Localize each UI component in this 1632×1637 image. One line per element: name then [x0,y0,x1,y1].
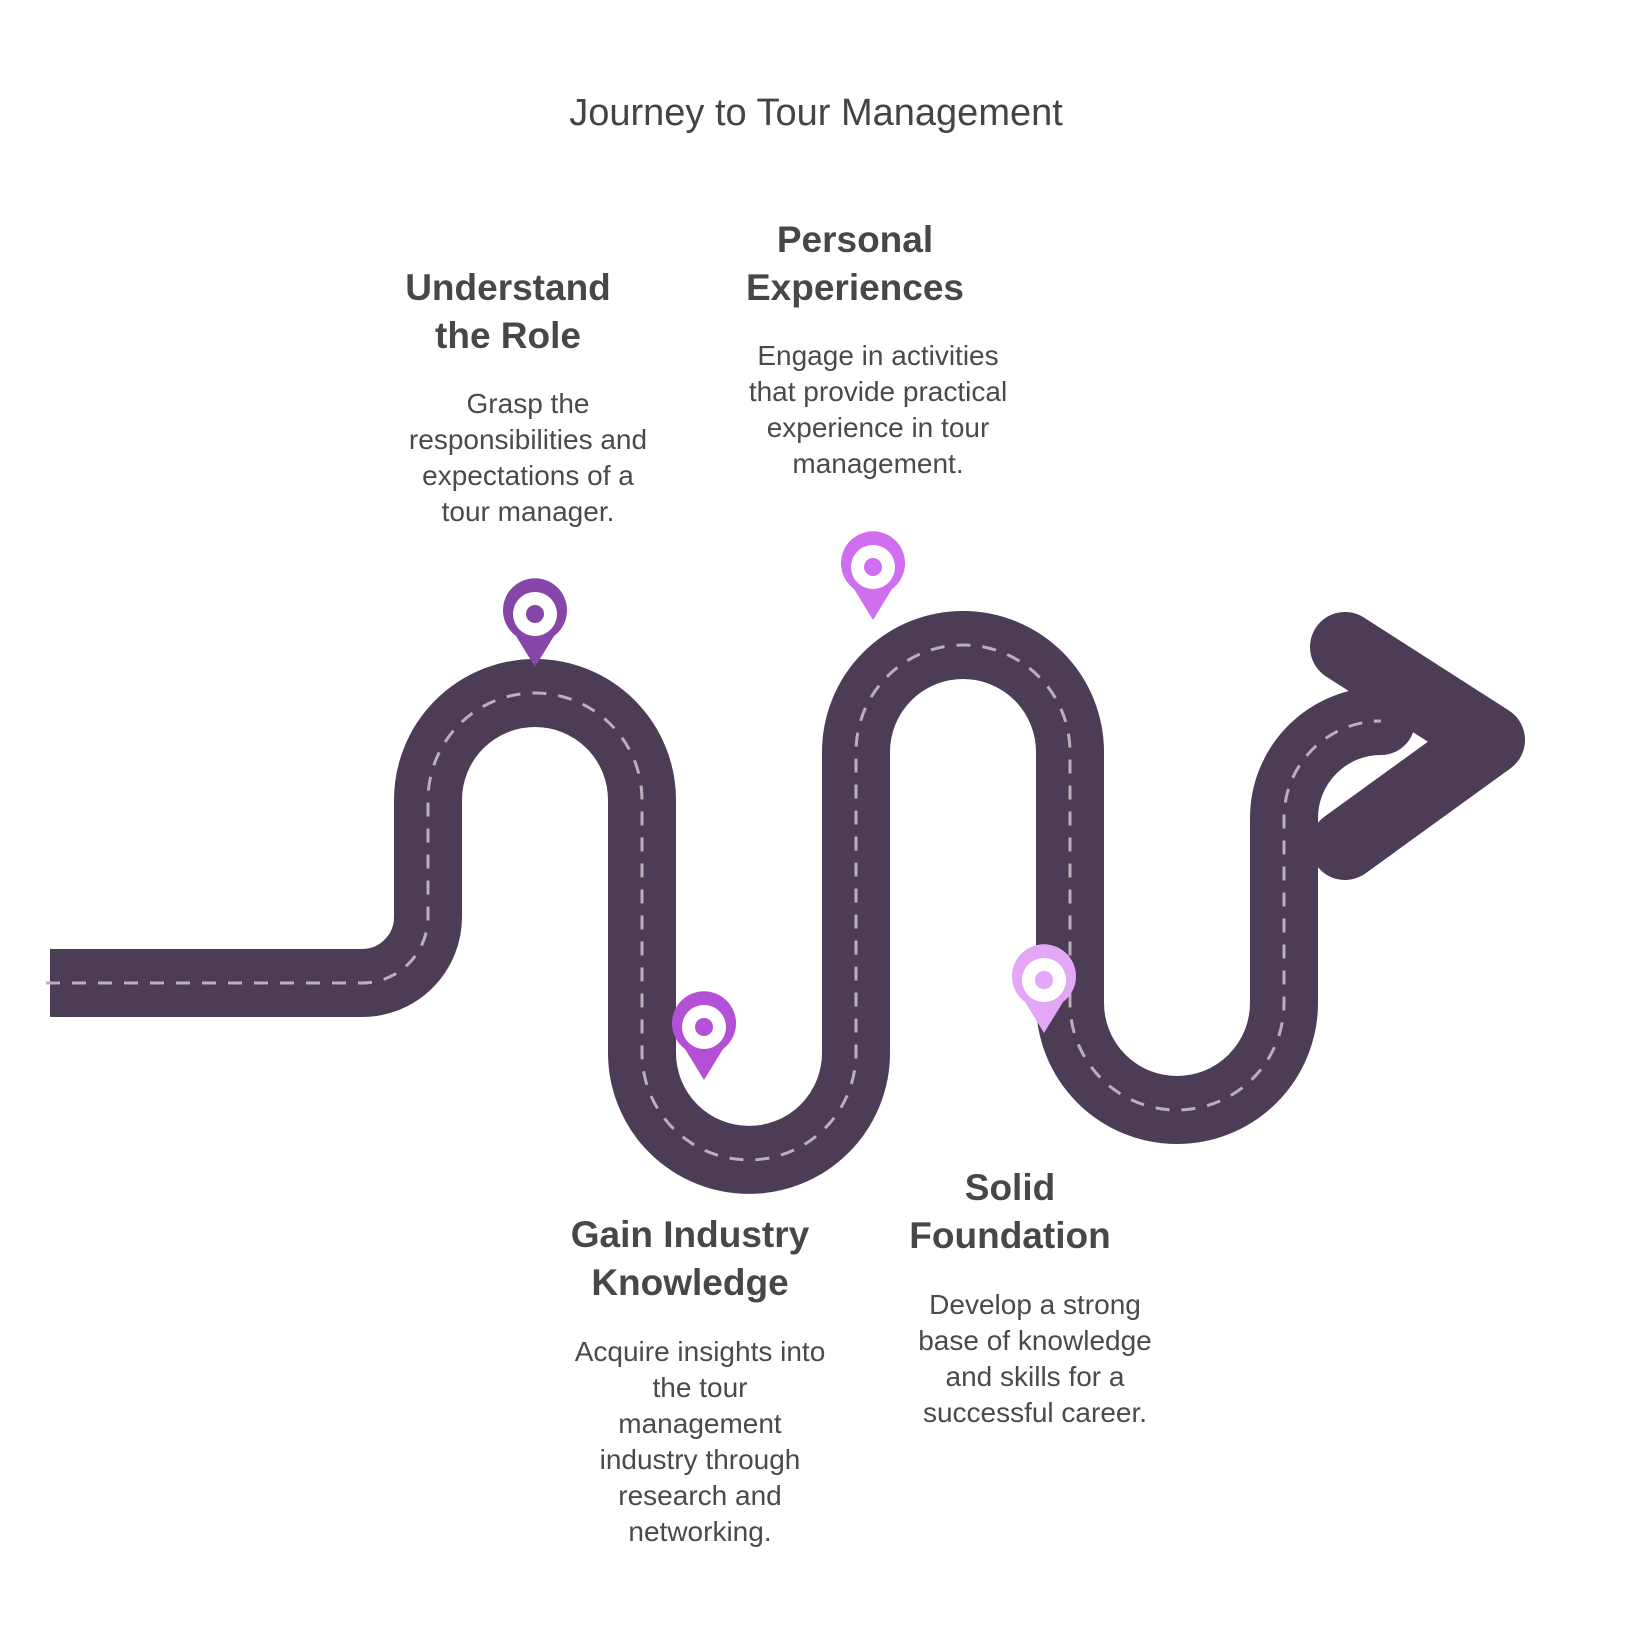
step-desc-line: that provide practical [748,376,1008,407]
location-pin-icon [503,578,567,667]
step-title-line: Gain Industry [570,1214,810,1255]
step-desc-line: research and [618,1480,782,1511]
road-arrow-head [1310,612,1525,880]
step-desc-line: successful career. [922,1397,1148,1428]
step-desc-line: expectations of a [422,460,634,491]
step-desc-line: responsibilities and [408,424,648,455]
step-desc-line: experience in tour [766,412,990,443]
step-title-line: Solid [964,1167,1056,1208]
diagram-title: Journey to Tour Management [569,92,1063,134]
step-title-solid-foundation: Solid Foundation [880,1164,1140,1260]
step-desc-line: and skills for a [945,1361,1125,1392]
step-title-line: Personal [776,219,934,260]
step-desc-line: Develop a strong [929,1289,1141,1320]
step-desc-line: Engage in activities [757,340,999,371]
step-title-personal-experiences: Personal Experiences [715,216,995,312]
step-desc-line: management. [792,448,964,479]
location-pin-icon [672,991,736,1080]
step-title-line: Foundation [909,1215,1111,1256]
step-desc-line: base of knowledge [918,1325,1152,1356]
step-desc-line: the tour [652,1372,748,1403]
step-desc-line: industry through [599,1444,801,1475]
winding-road [50,611,1415,1194]
step-desc-line: management [618,1408,782,1439]
step-desc-line: networking. [628,1516,772,1547]
step-desc-line: Acquire insights into [574,1336,826,1367]
step-desc-personal-experiences: Engage in activities that provide practi… [728,338,1028,482]
step-desc-line: tour manager. [441,496,615,527]
location-pin-icon [1012,944,1076,1033]
road-center-dashes [46,643,1382,1162]
step-desc-solid-foundation: Develop a strong base of knowledge and s… [900,1287,1170,1431]
step-title-line: Experiences [745,267,965,308]
step-title-line: Understand [405,267,611,308]
step-desc-gain-industry-knowledge: Acquire insights into the tour managemen… [555,1334,845,1550]
step-title-understand-the-role: Understand the Role [378,264,638,360]
step-title-line: Knowledge [591,1262,789,1303]
step-title-line: the Role [435,315,581,356]
step-desc-line: Grasp the [466,388,590,419]
step-title-gain-industry-knowledge: Gain Industry Knowledge [545,1211,835,1307]
location-pin-icon [841,531,905,620]
step-desc-understand-the-role: Grasp the responsibilities and expectati… [388,386,668,530]
